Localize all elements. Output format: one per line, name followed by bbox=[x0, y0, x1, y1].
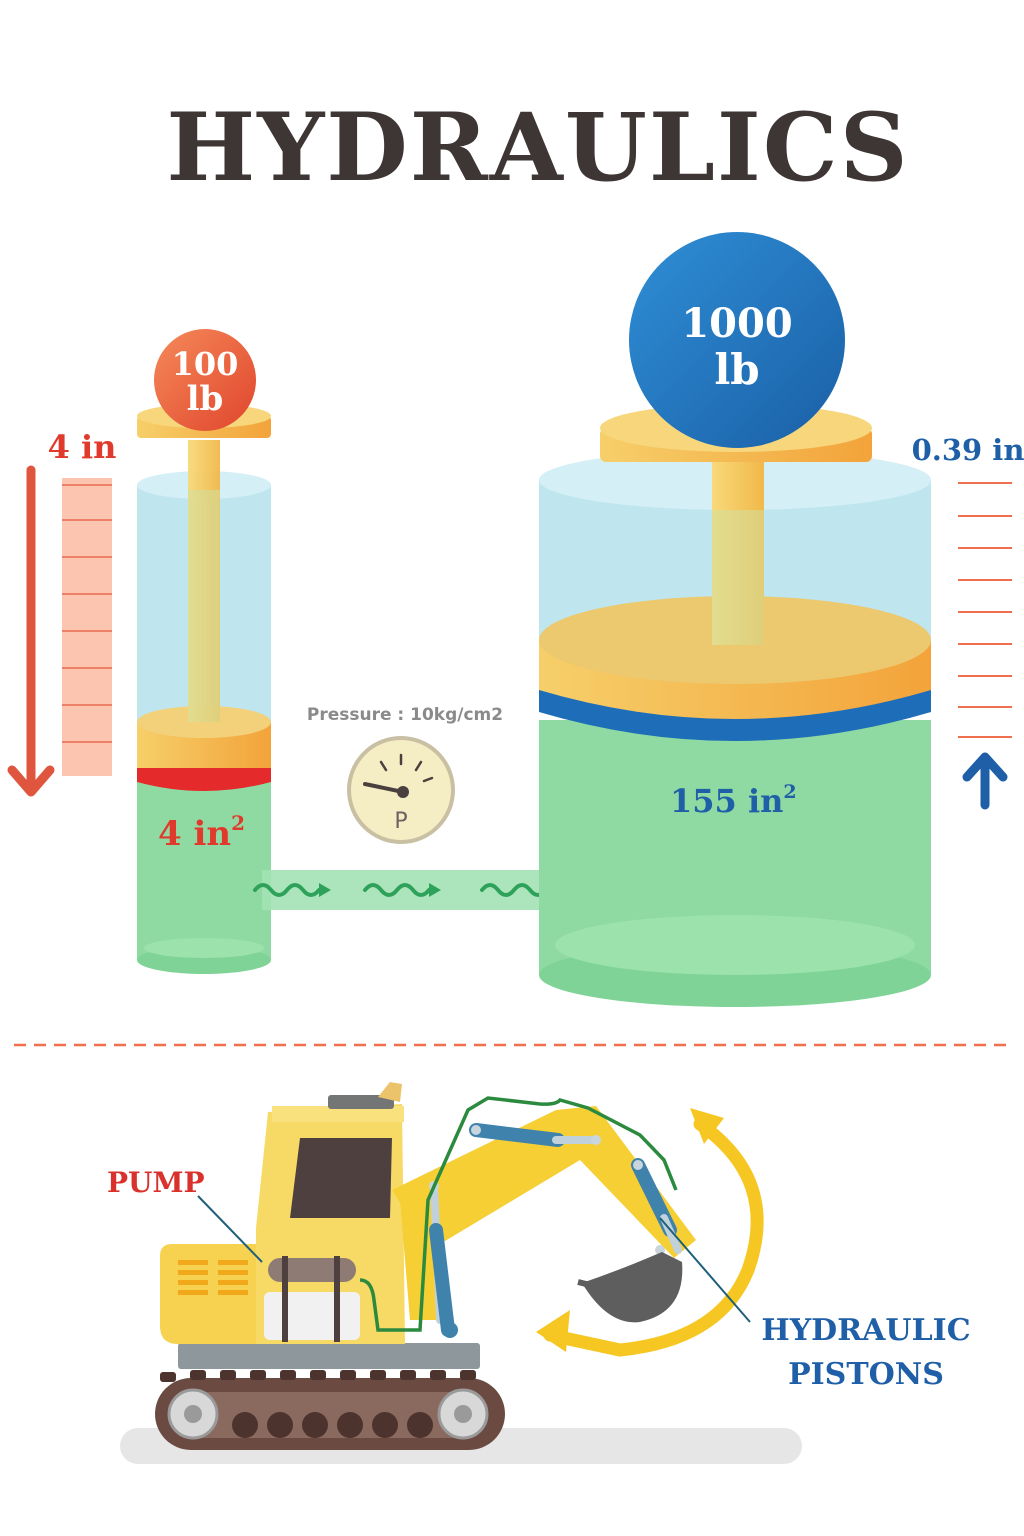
large-area-label: 155 in2 bbox=[670, 781, 797, 820]
down-arrow-icon bbox=[7, 465, 55, 797]
small-area-label: 4 in2 bbox=[158, 811, 245, 854]
up-arrow-icon bbox=[962, 752, 1008, 810]
pump-leader-line bbox=[197, 1195, 263, 1263]
pistons-leader-line bbox=[659, 1217, 751, 1323]
pressure-gauge-icon: P bbox=[347, 736, 455, 844]
pump-label: PUMP bbox=[107, 1166, 205, 1199]
small-weight: 100 lb bbox=[154, 329, 256, 431]
small-cylinder bbox=[137, 404, 271, 974]
pistons-label-line2: PISTONS bbox=[788, 1357, 944, 1392]
large-cylinder bbox=[539, 404, 931, 1007]
excavator-illustration bbox=[120, 1082, 802, 1464]
pistons-label-line1: HYDRAULIC bbox=[761, 1313, 970, 1348]
large-weight-value: 1000 bbox=[681, 300, 792, 347]
gauge-letter: P bbox=[394, 809, 407, 834]
small-weight-unit: lb bbox=[187, 379, 224, 419]
large-travel-label: 0.39 in bbox=[912, 433, 1024, 467]
small-weight-value: 100 bbox=[172, 345, 239, 383]
large-travel-scale bbox=[958, 482, 1012, 738]
large-weight-unit: lb bbox=[714, 345, 759, 394]
connecting-pipe bbox=[253, 870, 558, 910]
pressure-label: Pressure : 10kg/cm2 bbox=[307, 705, 503, 725]
large-weight: 1000 lb bbox=[629, 232, 845, 448]
small-travel-scale bbox=[62, 478, 112, 776]
small-travel-label: 4 in bbox=[48, 428, 117, 466]
page-title: HYDRAULICS bbox=[166, 93, 909, 203]
